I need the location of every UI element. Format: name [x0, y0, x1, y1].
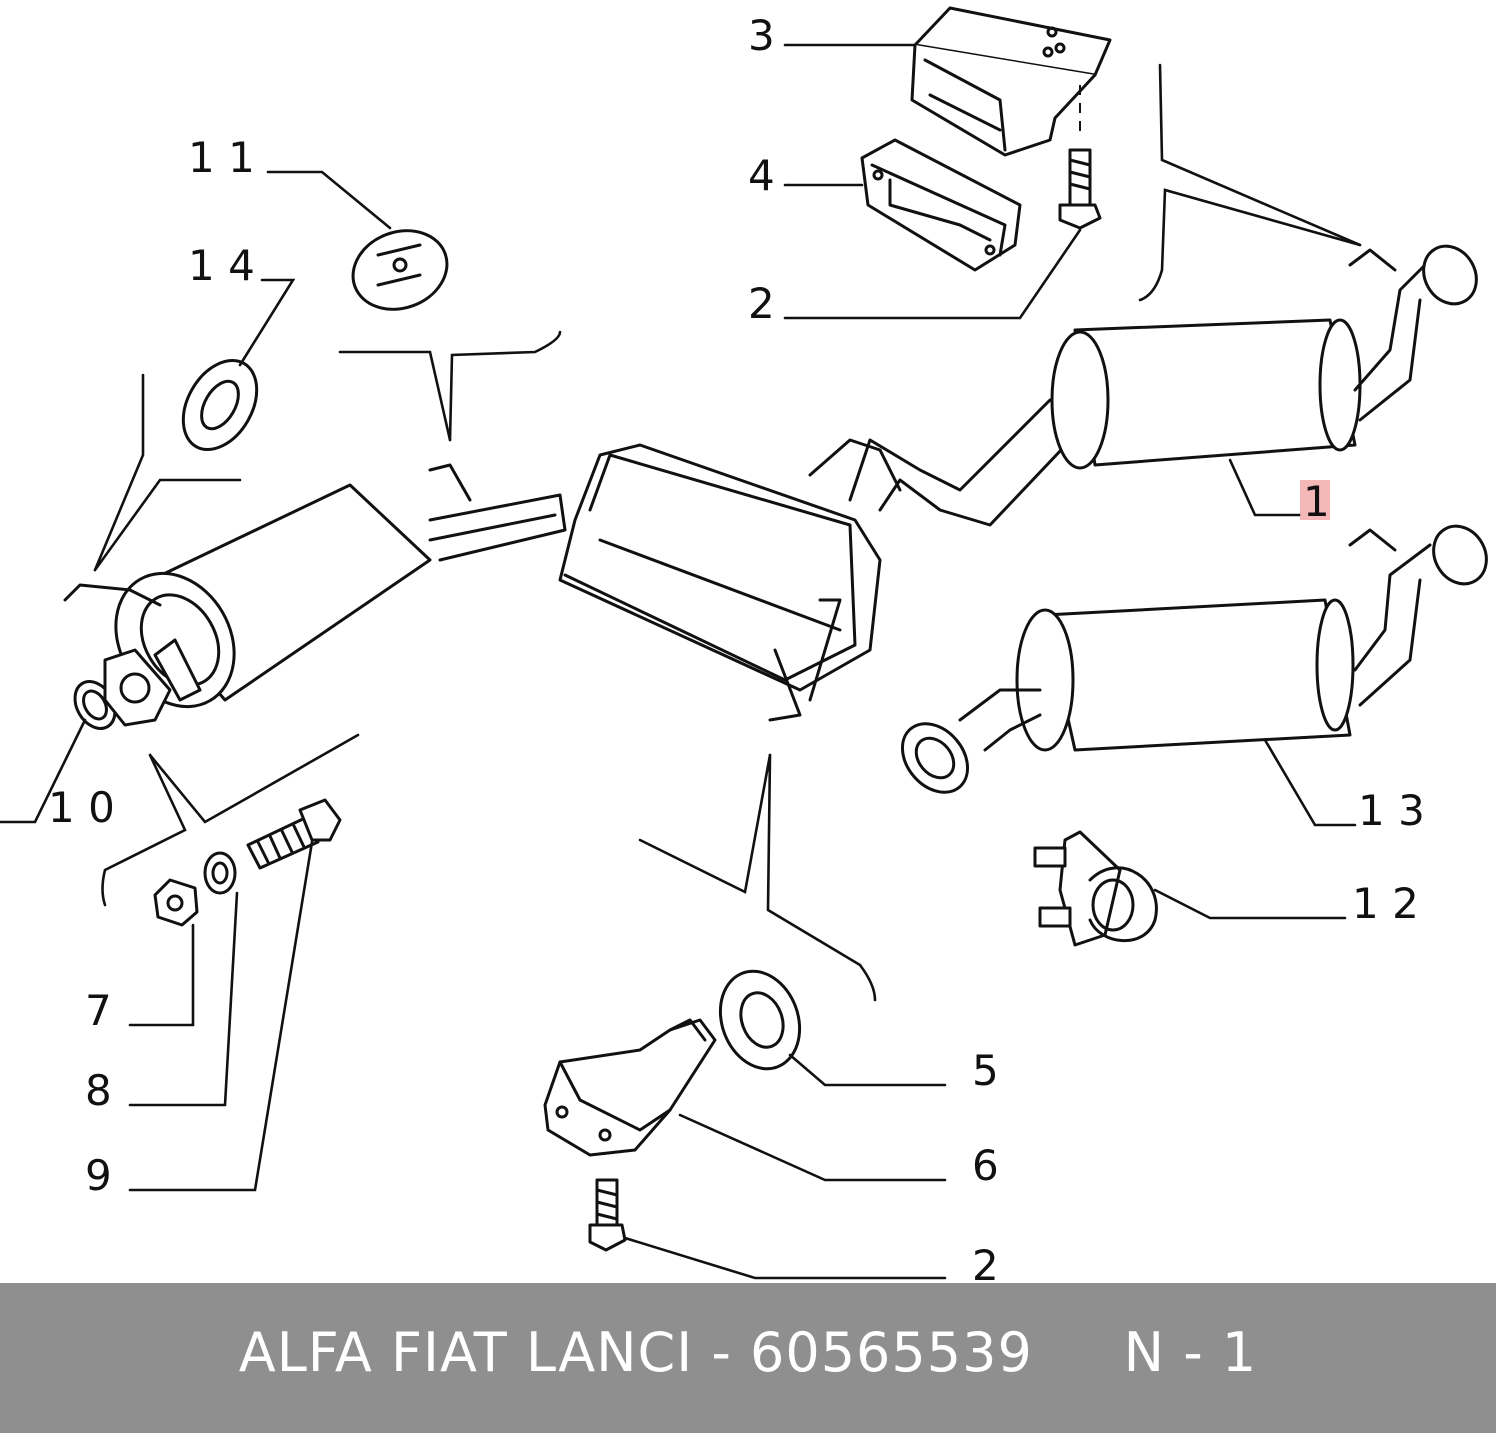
part-4-rubber-mount[interactable]: [860, 138, 1022, 272]
flange-gasket[interactable]: [103, 648, 172, 727]
label-part-8[interactable]: 8: [85, 1066, 112, 1115]
part-6-bracket[interactable]: [543, 1018, 717, 1157]
footer-caption: ALFA FIAT LANCI - 60565539 N - 1: [238, 1321, 1258, 1384]
leader-lines: [0, 43, 1357, 1280]
label-part-1[interactable]: 1: [1303, 477, 1330, 526]
intermediate-pipe[interactable]: [848, 398, 1082, 527]
grouping-lines: [93, 63, 1362, 1002]
part-3-hanger-bracket[interactable]: [910, 6, 1112, 157]
label-part-2-bottom[interactable]: 2: [972, 1241, 999, 1283]
label-part-11[interactable]: 1 1: [188, 133, 255, 182]
central-resonator[interactable]: [558, 438, 902, 722]
label-part-6[interactable]: 6: [972, 1141, 999, 1190]
label-part-13[interactable]: 1 3: [1358, 786, 1425, 835]
label-part-12[interactable]: 1 2: [1352, 879, 1419, 928]
part-7-nut[interactable]: [153, 878, 199, 927]
part-9-stud-bolt[interactable]: [246, 798, 342, 870]
part-8-washer[interactable]: [203, 851, 237, 895]
label-part-14[interactable]: 1 4: [188, 241, 255, 290]
part-1-rear-muffler-upper[interactable]: [1050, 237, 1487, 470]
part-1-highlight: [1300, 480, 1330, 520]
label-part-9[interactable]: 9: [85, 1151, 112, 1200]
label-part-10[interactable]: 1 0: [48, 783, 115, 832]
part-13-rear-muffler-lower[interactable]: [889, 517, 1496, 806]
label-part-4[interactable]: 4: [748, 151, 775, 200]
label-part-7[interactable]: 7: [85, 986, 112, 1035]
label-part-5[interactable]: 5: [972, 1046, 999, 1095]
part-labels: 3 4 2 1 1 1 4 1 1 0 1 3 1 2 7 8 9 5 6 2: [48, 11, 1425, 1283]
part-12-u-clamp[interactable]: [1033, 830, 1158, 947]
part-2-bolt-bottom[interactable]: [588, 1178, 627, 1252]
label-part-3[interactable]: 3: [748, 11, 775, 60]
footer-bar: ALFA FIAT LANCI - 60565539 N - 1: [0, 1283, 1496, 1433]
part-2-bolt-top[interactable]: [1058, 148, 1102, 230]
exhaust-parts-diagram: 3 4 2 1 1 1 4 1 1 0 1 3 1 2 7 8 9 5 6 2: [0, 6, 1496, 1283]
part-14-gasket-ring[interactable]: [168, 347, 271, 462]
label-part-2-top[interactable]: 2: [748, 279, 775, 328]
part-11-rubber-hanger[interactable]: [342, 218, 458, 322]
part-5-gasket-ring[interactable]: [707, 960, 813, 1080]
